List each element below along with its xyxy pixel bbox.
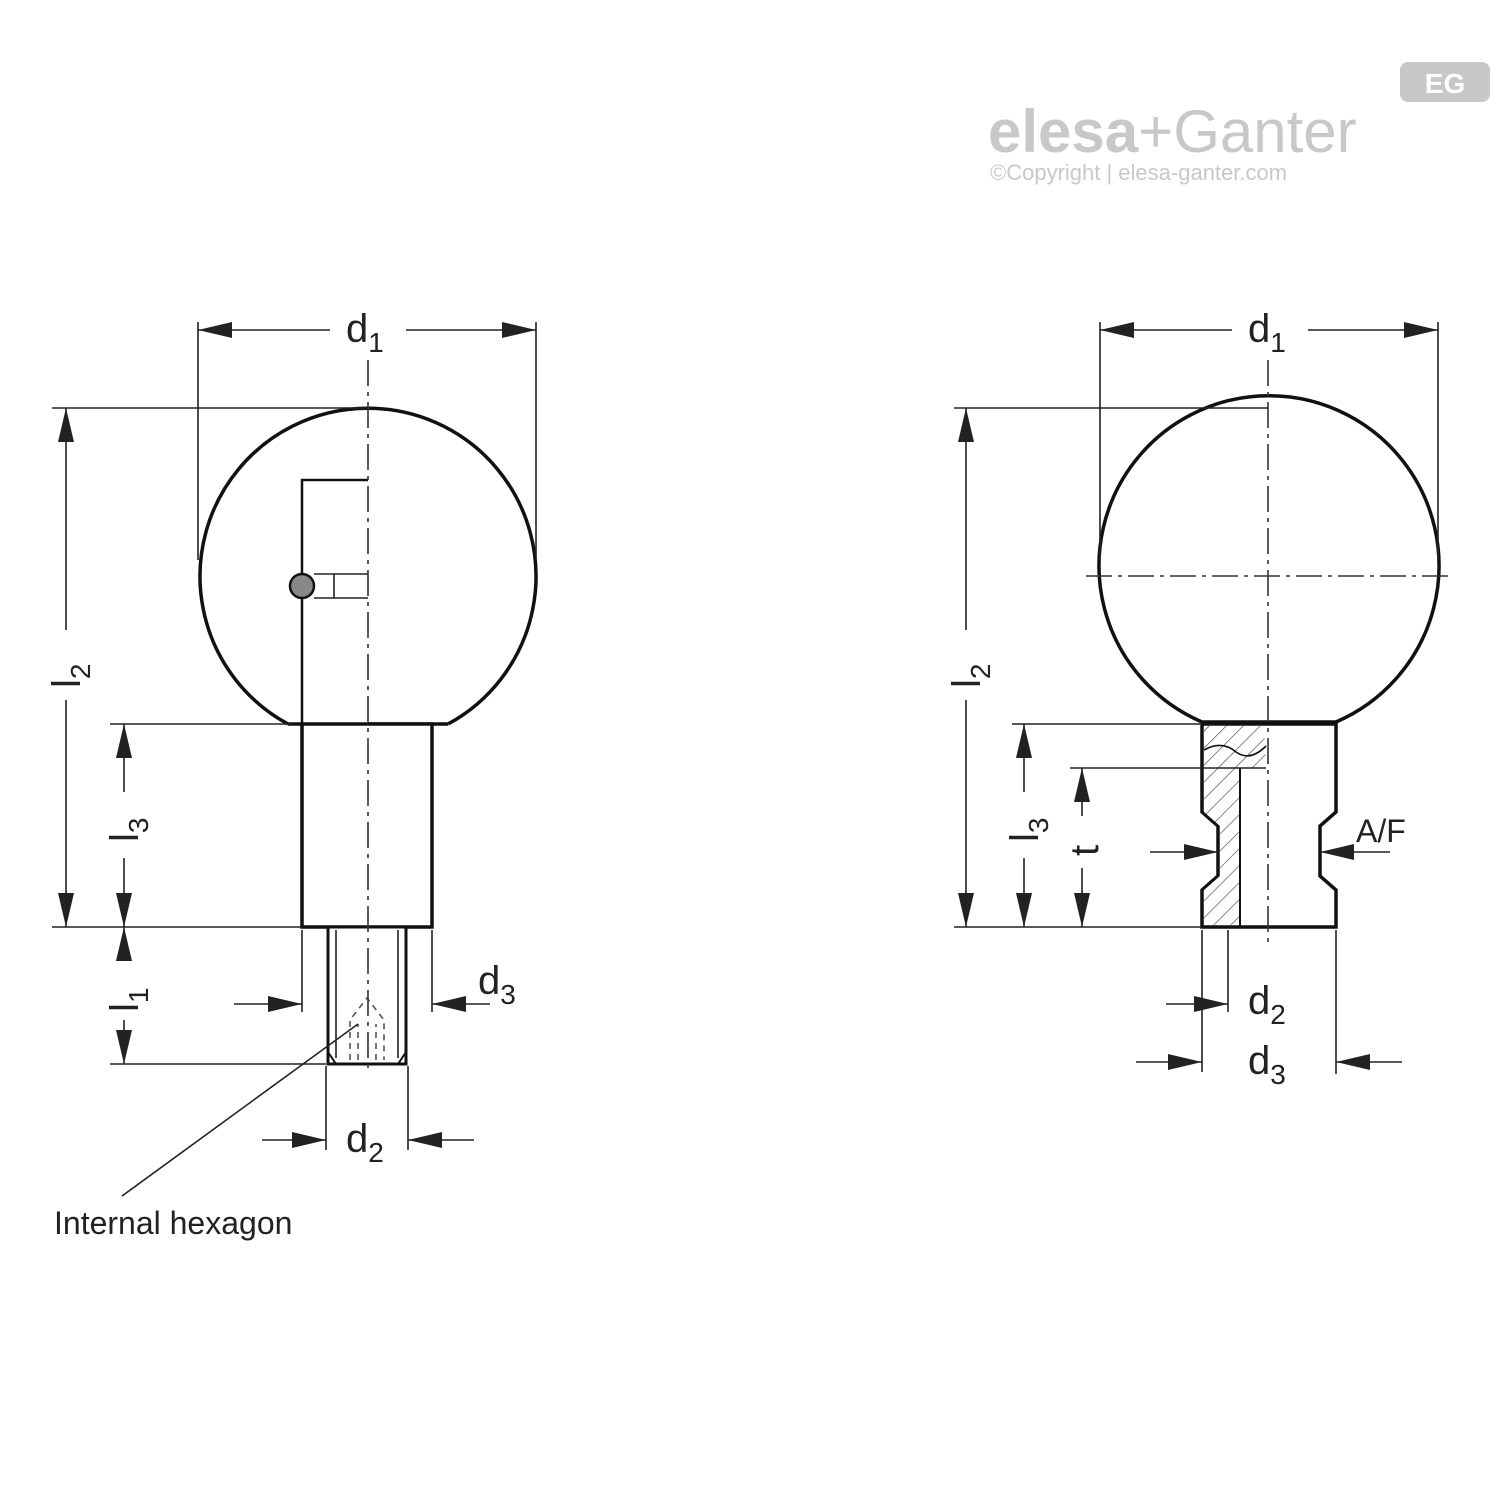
right-d2-arrow-left [1194,996,1228,1012]
left-l3-label: l3 [103,818,154,842]
right-l3-arrow-bottom [1016,893,1032,927]
right-l2-arrow-top [958,408,974,442]
right-stem-section [1204,726,1266,925]
left-l1-main: l [103,1003,147,1012]
left-d3-main: d [478,959,500,1003]
right-d1-label: d1 [1248,307,1286,358]
right-af-arrow-right [1320,844,1354,860]
right-d2-main: d [1248,979,1270,1023]
left-l2-main: l [45,679,89,688]
right-l2-label: l2 [945,664,996,688]
elesa-ganter-logo: elesa+Ganter EG ©Copyright | elesa-gante… [988,62,1490,185]
left-cavity-outline [300,478,368,724]
left-l1-label: l1 [103,988,154,1012]
right-d2-sub: 2 [1270,999,1286,1030]
left-l2-label: l2 [45,664,96,688]
right-d3-arrow-right [1336,1054,1370,1070]
logo-badge [1400,62,1490,102]
left-l2-arrow-top [58,408,74,442]
logo-brand-plus: + [1138,98,1173,165]
right-l3-sub: 3 [1023,818,1054,834]
left-d2-arrow-right [408,1132,442,1148]
right-t-label: t [1063,845,1107,856]
left-d1-sub: 1 [368,327,384,358]
right-l2-arrow-bottom [958,893,974,927]
left-d3-sub: 3 [500,979,516,1010]
left-d2-sub: 2 [368,1137,384,1168]
left-l2-sub: 2 [65,664,96,680]
left-l1-arrow-bottom [116,1030,132,1064]
logo-copyright: ©Copyright | elesa-ganter.com [990,160,1287,185]
right-l2-sub: 2 [965,664,996,680]
left-d1-label: d1 [346,307,384,358]
left-view: d1 l2 l3 l1 [45,307,538,1241]
right-l2-main: l [945,679,989,688]
right-sphere-outline [1097,394,1441,724]
right-af-arrow-left [1184,844,1218,860]
left-thread [326,925,408,1066]
left-d2-arrow-left [292,1132,326,1148]
left-l1-sub: 1 [123,988,154,1004]
left-d3-label: d3 [478,959,516,1010]
right-d1-arrow-right [1404,322,1438,338]
left-l3-arrow-top [116,724,132,758]
right-l3-arrow-top [1016,724,1032,758]
left-l3-sub: 3 [123,818,154,834]
logo-badge-text: EG [1425,68,1465,99]
left-d3-arrow-right [432,996,466,1012]
right-t-arrow-top [1074,768,1090,802]
right-d1-main: d [1248,307,1270,351]
right-d3-main: d [1248,1039,1270,1083]
right-d1-sub: 1 [1270,327,1286,358]
left-d2-main: d [346,1117,368,1161]
left-hexagon-socket [349,996,385,1060]
left-d1-arrow-left [198,322,232,338]
left-d2-label: d2 [346,1117,384,1168]
right-l3-main: l [1003,833,1047,842]
left-d1-main: d [346,307,368,351]
right-d3-arrow-left [1168,1054,1202,1070]
logo-brand: elesa+Ganter [988,98,1357,165]
left-l3-main: l [103,833,147,842]
right-d3-label: d3 [1248,1039,1286,1090]
logo-brand-part1: elesa [988,98,1139,165]
logo-brand-part2: Ganter [1173,98,1356,165]
right-d2-label: d2 [1248,979,1286,1030]
right-d1-arrow-left [1100,322,1134,338]
left-hexagon-callout: Internal hexagon [54,1205,292,1241]
left-d1-arrow-right [502,322,536,338]
left-l2-arrow-bottom [58,893,74,927]
right-l3-label: l3 [1003,818,1054,842]
right-view: d1 l2 l3 t A/F [945,307,1452,1090]
right-af-label: A/F [1356,813,1406,849]
left-thread-chamfer [327,1051,407,1065]
left-hexagon-leader [121,1023,359,1197]
left-d3-arrow-left [268,996,302,1012]
left-l3-arrow-bottom [116,893,132,927]
left-stem [300,722,434,929]
right-break-line [1203,744,1267,757]
left-cross-pin [288,572,316,600]
right-d3-sub: 3 [1270,1059,1286,1090]
right-t-arrow-bottom [1074,893,1090,927]
left-l1-arrow-top [116,927,132,961]
